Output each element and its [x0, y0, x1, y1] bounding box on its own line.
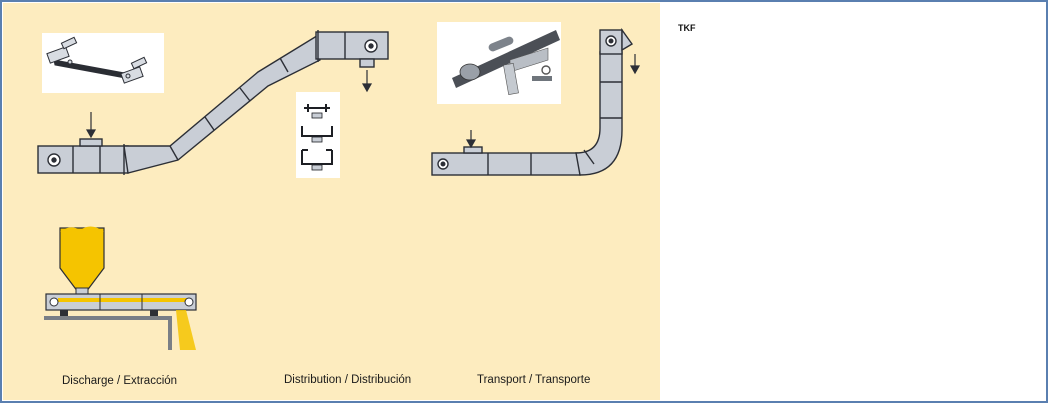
- diagram-panel: [3, 3, 660, 400]
- flight-profiles-inset: [296, 92, 340, 178]
- caption-distribution: Distribution / Distribución: [284, 374, 411, 386]
- caption-discharge: Discharge / Extracción: [62, 375, 177, 387]
- photo-label: TKF: [678, 23, 696, 33]
- chain-photo-inset: [437, 22, 561, 104]
- caption-transport: Transport / Transporte: [477, 374, 590, 386]
- chain-detail-inset: [42, 33, 164, 93]
